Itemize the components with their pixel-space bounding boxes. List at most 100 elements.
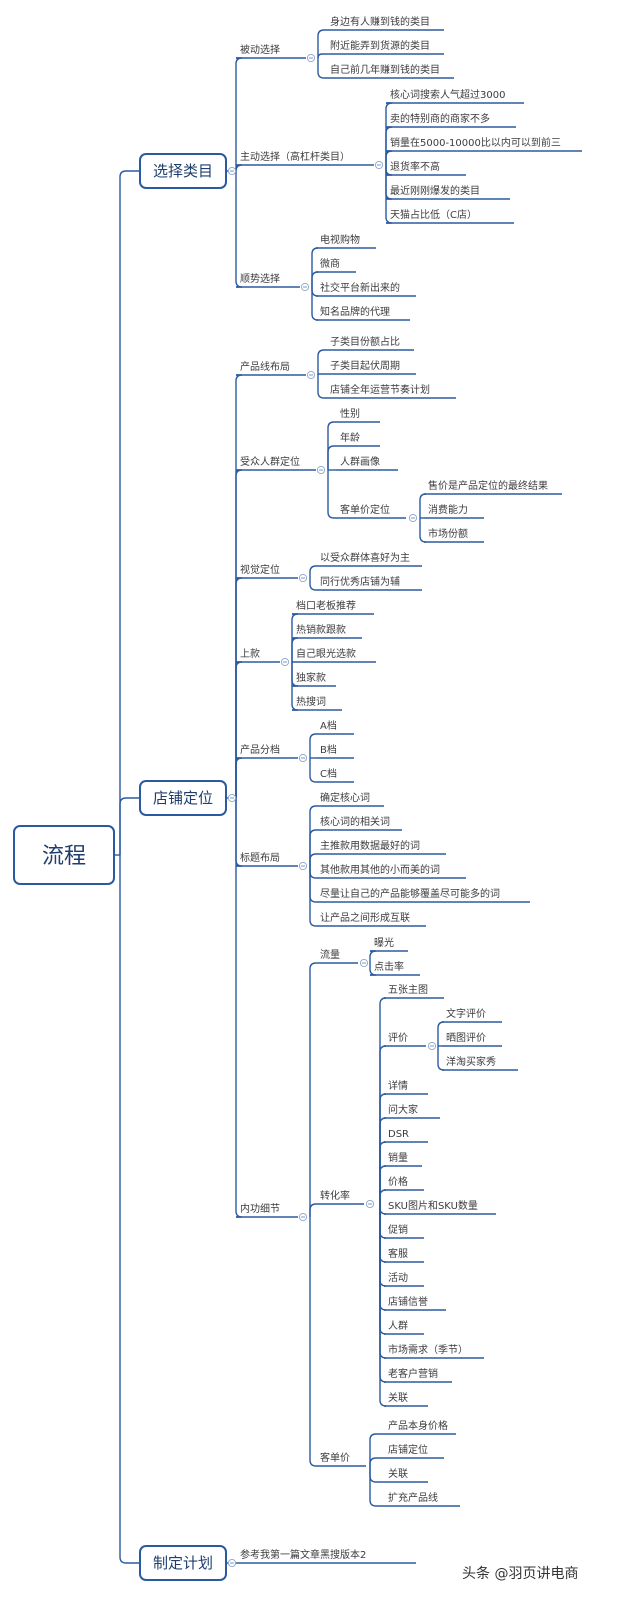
topic-node[interactable]: 其他款用其他的小而美的词 <box>316 863 466 879</box>
topic-node[interactable]: 店铺全年运营节奏计划 <box>326 383 456 399</box>
collapse-minus-icon[interactable] <box>359 958 369 968</box>
topic-node[interactable]: 内功细节 <box>236 1202 298 1218</box>
collapse-minus-icon[interactable] <box>298 753 308 763</box>
topic-node[interactable]: 卖的特别商的商家不多 <box>386 112 516 128</box>
topic-node[interactable]: 受众人群定位 <box>236 455 316 471</box>
collapse-minus-icon[interactable] <box>374 160 384 170</box>
topic-node[interactable]: 独家款 <box>292 671 336 687</box>
topic-node[interactable]: 曝光 <box>370 936 408 952</box>
topic-node[interactable]: 核心词的相关词 <box>316 815 402 831</box>
topic-node[interactable]: 被动选择 <box>236 43 306 59</box>
collapse-minus-icon[interactable] <box>227 166 237 176</box>
topic-node[interactable]: 热销款跟款 <box>292 623 362 639</box>
topic-node[interactable]: 主动选择（高杠杆类目） <box>236 150 374 166</box>
topic-node[interactable]: 销量 <box>384 1151 422 1167</box>
collapse-minus-icon[interactable] <box>316 465 326 475</box>
topic-node[interactable]: 视觉定位 <box>236 563 298 579</box>
topic-node[interactable]: 电视购物 <box>316 233 376 249</box>
root-node[interactable]: 流程 <box>13 825 115 885</box>
topic-node[interactable]: 标题布局 <box>236 852 298 867</box>
topic-node[interactable]: 流量 <box>316 948 358 964</box>
topic-node[interactable]: 扩充产品线 <box>384 1491 460 1507</box>
topic-node[interactable]: 人群 <box>384 1319 424 1335</box>
collapse-minus-icon[interactable] <box>427 1041 437 1051</box>
topic-node[interactable]: 天猫占比低（C店） <box>386 208 514 224</box>
topic-node[interactable]: 客单价定位 <box>336 503 406 519</box>
topic-node[interactable]: 自己前几年赚到钱的类目 <box>326 63 454 79</box>
topic-node[interactable]: 销量在5000-10000比以内可以到前三 <box>386 136 582 152</box>
collapse-minus-icon[interactable] <box>306 53 316 63</box>
topic-node[interactable]: 点击率 <box>370 960 420 976</box>
topic-node[interactable]: 晒图评价 <box>442 1032 502 1047</box>
topic-node[interactable]: 身边有人赚到钱的类目 <box>326 15 444 31</box>
topic-node[interactable]: 社交平台新出来的 <box>316 281 416 297</box>
topic-node[interactable]: 促销 <box>384 1223 424 1239</box>
topic-node[interactable]: 价格 <box>384 1175 424 1191</box>
collapse-minus-icon[interactable] <box>280 657 290 667</box>
topic-node[interactable]: 子类目份额占比 <box>326 335 414 351</box>
topic-node[interactable]: C档 <box>316 767 354 783</box>
topic-node[interactable]: 老客户营销 <box>384 1367 452 1383</box>
collapse-minus-icon[interactable] <box>298 1212 308 1222</box>
topic-node[interactable]: 上款 <box>236 647 280 663</box>
collapse-minus-icon[interactable] <box>227 1558 237 1568</box>
topic-node[interactable]: 档口老板推荐 <box>292 599 374 615</box>
topic-node[interactable]: 微商 <box>316 257 356 273</box>
topic-node[interactable]: 活动 <box>384 1272 424 1287</box>
topic-node[interactable]: 尽量让自己的产品能够覆盖尽可能多的词 <box>316 887 530 903</box>
topic-node[interactable]: 热搜词 <box>292 695 342 711</box>
collapse-minus-icon[interactable] <box>298 573 308 583</box>
topic-node[interactable]: 客服 <box>384 1247 424 1263</box>
topic-node[interactable]: 最近刚刚爆发的类目 <box>386 184 510 200</box>
topic-node[interactable]: SKU图片和SKU数量 <box>384 1199 496 1215</box>
topic-node[interactable]: 以受众群体喜好为主 <box>316 551 422 567</box>
topic-node[interactable]: 店铺定位 <box>384 1443 444 1459</box>
topic-node[interactable]: 店铺信誉 <box>384 1295 446 1311</box>
topic-node[interactable]: 产品分档 <box>236 743 298 759</box>
topic-node[interactable]: 详情 <box>384 1079 428 1095</box>
topic-node[interactable]: 产品本身价格 <box>384 1419 456 1435</box>
topic-node[interactable]: B档 <box>316 743 354 759</box>
topic-node[interactable]: 自己眼光选款 <box>292 647 376 663</box>
collapse-minus-icon[interactable] <box>408 513 418 523</box>
topic-node[interactable]: 让产品之间形成互联 <box>316 911 426 927</box>
collapse-minus-icon[interactable] <box>227 793 237 803</box>
topic-node[interactable]: 评价 <box>384 1032 426 1047</box>
topic-label: 主推款用数据最好的词 <box>320 839 420 852</box>
topic-node[interactable]: 附近能弄到货源的类目 <box>326 39 444 55</box>
topic-node[interactable]: 确定核心词 <box>316 791 384 807</box>
topic-node[interactable]: 关联 <box>384 1467 428 1483</box>
topic-node[interactable]: 市场需求（季节） <box>384 1343 484 1359</box>
main-node-0[interactable]: 选择类目 <box>139 153 227 189</box>
topic-node[interactable]: 产品线布局 <box>236 360 306 376</box>
collapse-minus-icon[interactable] <box>306 370 316 380</box>
topic-node[interactable]: 知名品牌的代理 <box>316 305 410 321</box>
topic-node[interactable]: 问大家 <box>384 1103 440 1119</box>
topic-node[interactable]: 子类目起伏周期 <box>326 359 416 375</box>
main-node-1[interactable]: 店铺定位 <box>139 780 227 816</box>
topic-node[interactable]: 五张主图 <box>384 984 444 999</box>
topic-node[interactable]: 文字评价 <box>442 1007 502 1023</box>
topic-node[interactable]: 关联 <box>384 1391 428 1407</box>
topic-node[interactable]: DSR <box>384 1129 428 1143</box>
main-node-2[interactable]: 制定计划 <box>139 1545 227 1581</box>
topic-node[interactable]: 主推款用数据最好的词 <box>316 839 446 855</box>
topic-node[interactable]: 同行优秀店铺为辅 <box>316 575 422 591</box>
topic-node[interactable]: 性别 <box>336 407 380 423</box>
topic-node[interactable]: 年龄 <box>336 431 380 447</box>
topic-node[interactable]: 消费能力 <box>424 503 484 519</box>
topic-node[interactable]: 转化率 <box>316 1189 364 1205</box>
topic-node[interactable]: 市场份额 <box>424 527 484 543</box>
topic-node[interactable]: 售价是产品定位的最终结果 <box>424 479 562 495</box>
topic-node[interactable]: 人群画像 <box>336 455 398 471</box>
topic-node[interactable]: 参考我第一篇文章黑搜版本2 <box>236 1548 416 1564</box>
topic-node[interactable]: 顺势选择 <box>236 272 300 288</box>
topic-node[interactable]: 核心词搜索人气超过3000 <box>386 88 524 104</box>
topic-node[interactable]: 客单价 <box>316 1451 366 1467</box>
collapse-minus-icon[interactable] <box>365 1199 375 1209</box>
topic-node[interactable]: A档 <box>316 719 354 735</box>
topic-node[interactable]: 退货率不高 <box>386 160 466 176</box>
topic-node[interactable]: 洋淘买家秀 <box>442 1055 518 1071</box>
collapse-minus-icon[interactable] <box>298 861 308 871</box>
collapse-minus-icon[interactable] <box>300 282 310 292</box>
